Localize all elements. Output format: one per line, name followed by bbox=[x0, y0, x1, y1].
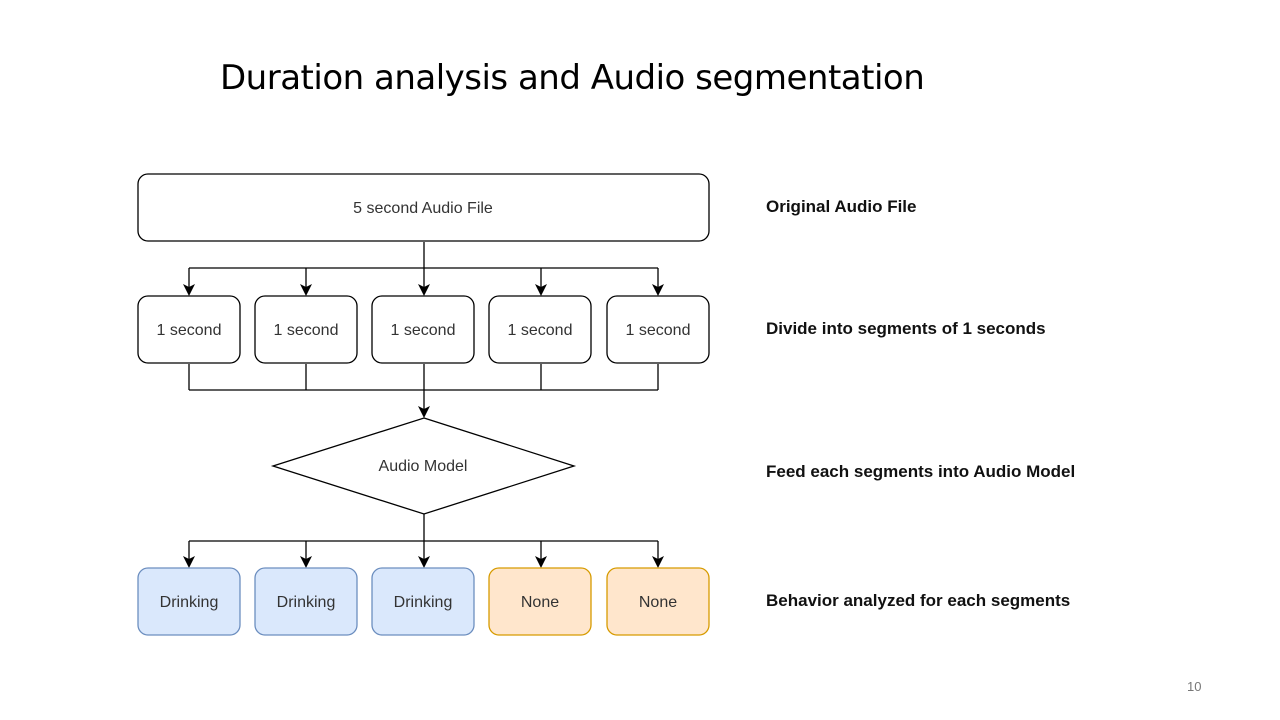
segment-label: 1 second bbox=[626, 322, 691, 339]
segment-node: 1 second bbox=[606, 295, 710, 364]
step-label-original: Original Audio File bbox=[766, 197, 917, 216]
result-label: Drinking bbox=[394, 594, 453, 611]
step-label-feed: Feed each segments into Audio Model bbox=[766, 462, 1076, 481]
merge-connector bbox=[188, 364, 659, 418]
result-node: None bbox=[606, 567, 710, 636]
segment-node: 1 second bbox=[488, 295, 592, 364]
result-node: None bbox=[488, 567, 592, 636]
step-label-divide: Divide into segments of 1 seconds bbox=[766, 319, 1046, 338]
slide-title: Duration analysis and Audio segmentation bbox=[220, 58, 925, 98]
result-connector bbox=[183, 514, 664, 568]
result-label: Drinking bbox=[160, 594, 219, 611]
segment-label: 1 second bbox=[274, 322, 339, 339]
segment-label: 1 second bbox=[391, 322, 456, 339]
result-label: None bbox=[639, 594, 677, 611]
result-label: None bbox=[521, 594, 559, 611]
segment-label: 1 second bbox=[508, 322, 573, 339]
step-label-behavior: Behavior analyzed for each segments bbox=[766, 591, 1071, 610]
model-node: Audio Model bbox=[270, 417, 577, 515]
result-node: Drinking bbox=[137, 567, 241, 636]
result-node: Drinking bbox=[254, 567, 358, 636]
segment-node: 1 second bbox=[137, 295, 241, 364]
source-label: 5 second Audio File bbox=[353, 200, 493, 217]
result-label: Drinking bbox=[277, 594, 336, 611]
model-label: Audio Model bbox=[379, 458, 468, 475]
split-connector bbox=[183, 242, 664, 296]
page-number: 10 bbox=[1187, 679, 1202, 694]
result-node: Drinking bbox=[371, 567, 475, 636]
segment-node: 1 second bbox=[371, 295, 475, 364]
segment-label: 1 second bbox=[157, 322, 222, 339]
segment-node: 1 second bbox=[254, 295, 358, 364]
source-node: 5 second Audio File bbox=[137, 173, 710, 242]
